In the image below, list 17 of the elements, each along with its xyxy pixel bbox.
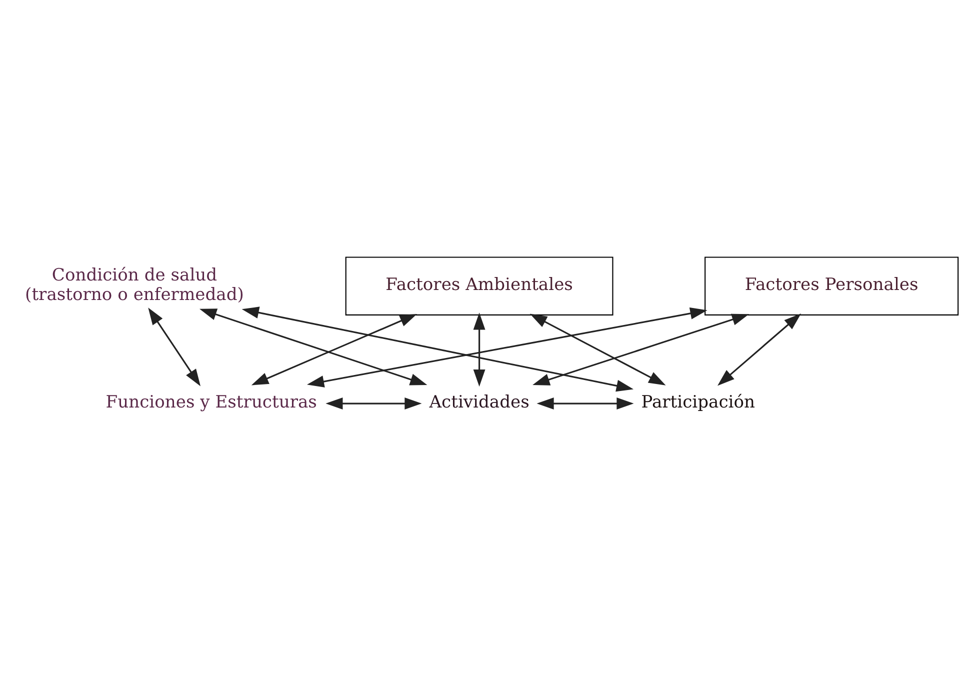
arrow — [148, 307, 201, 386]
node-box: Factores Ambientales — [345, 256, 614, 315]
arrow — [536, 397, 634, 409]
arrow — [532, 313, 750, 385]
node-text: Participación — [641, 392, 756, 412]
arrow — [200, 308, 428, 385]
node-text: Actividades — [429, 392, 530, 412]
arrow — [530, 313, 666, 385]
arrow — [326, 397, 422, 409]
arrow — [717, 312, 802, 386]
node-text: Condición de salud (trastorno o enfermedad) — [25, 265, 244, 304]
node-box: Factores Personales — [704, 256, 959, 315]
arrow — [306, 307, 708, 387]
arrow — [473, 312, 486, 386]
arrow — [251, 313, 417, 385]
arrow — [242, 306, 634, 392]
node-text: Funciones y Estructuras — [106, 392, 317, 412]
